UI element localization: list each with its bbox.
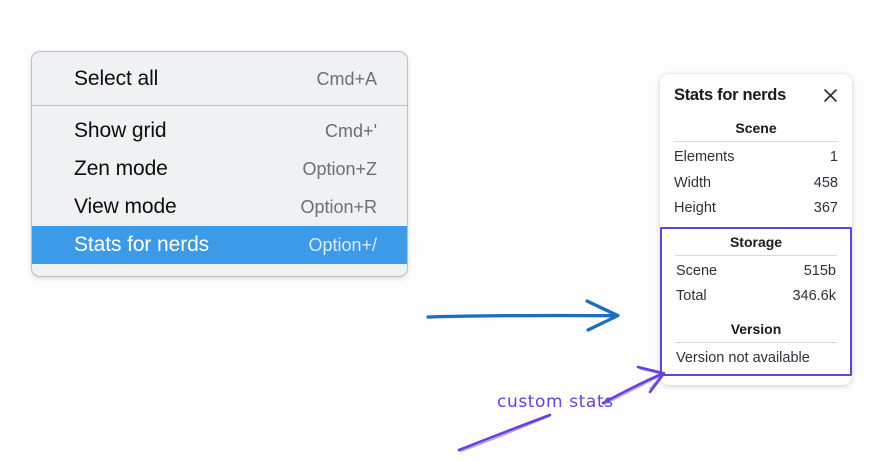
menu-item-select-all[interactable]: Select all Cmd+A bbox=[32, 60, 407, 98]
stats-panel-body: Scene Elements 1 Width 458 Height 367 St… bbox=[660, 118, 852, 376]
stat-row-version-text: Version not available bbox=[676, 349, 810, 366]
menu-item-label: Select all bbox=[74, 67, 159, 90]
section-heading-version: Version bbox=[730, 320, 782, 337]
menu-group-2: Show grid Cmd+' Zen mode Option+Z View m… bbox=[32, 106, 407, 276]
stat-value: 515b bbox=[803, 262, 836, 279]
stat-value: 367 bbox=[813, 200, 838, 217]
menu-item-shortcut: Option+/ bbox=[308, 234, 377, 255]
section-rule bbox=[675, 341, 837, 343]
close-icon[interactable] bbox=[821, 87, 839, 105]
menu-item-label: Stats for nerds bbox=[74, 233, 210, 256]
stat-key: Scene bbox=[676, 262, 718, 279]
stat-key: Height bbox=[674, 200, 716, 217]
menu-group-1: Select all Cmd+A bbox=[32, 52, 407, 105]
menu-item-zen-mode[interactable]: Zen mode Option+Z bbox=[32, 150, 407, 188]
menu-item-shortcut: Cmd+A bbox=[316, 68, 377, 89]
menu-item-shortcut: Option+Z bbox=[302, 158, 377, 179]
menu-item-label: Show grid bbox=[74, 119, 167, 142]
canvas-context-menu[interactable]: Select all Cmd+A Show grid Cmd+' Zen mod… bbox=[31, 51, 408, 277]
section-rule bbox=[673, 141, 839, 142]
stat-key: Width bbox=[674, 174, 712, 191]
stat-key: Elements bbox=[674, 149, 735, 165]
purple-underline-stroke bbox=[457, 413, 552, 453]
stat-row-storage-scene: Scene 515b bbox=[675, 259, 837, 285]
menu-item-label: Zen mode bbox=[74, 157, 168, 180]
stat-row-width: Width 458 bbox=[673, 171, 839, 197]
section-heading-scene: Scene bbox=[735, 120, 777, 136]
blue-arrow bbox=[426, 299, 620, 332]
stat-key: Total bbox=[676, 288, 707, 305]
stat-value: 1 bbox=[829, 149, 838, 165]
stat-row-height: Height 367 bbox=[673, 196, 839, 222]
menu-item-show-grid[interactable]: Show grid Cmd+' bbox=[32, 112, 407, 150]
stat-value: 346.6k bbox=[792, 288, 836, 305]
stat-row-storage-total: Total 346.6k bbox=[675, 284, 837, 310]
section-heading-storage: Storage bbox=[729, 233, 783, 250]
menu-divider bbox=[32, 105, 407, 106]
stats-panel-title: Stats for nerds bbox=[674, 86, 786, 104]
menu-item-shortcut: Cmd+' bbox=[325, 120, 377, 141]
annotation-label-custom-stats: custom stats bbox=[497, 392, 614, 412]
menu-item-view-mode[interactable]: View mode Option+R bbox=[32, 188, 407, 226]
section-rule bbox=[675, 254, 837, 256]
stat-row-elements: Elements 1 bbox=[673, 145, 839, 171]
menu-item-stats-for-nerds[interactable]: Stats for nerds Option+/ bbox=[32, 226, 407, 264]
stat-value: 458 bbox=[813, 174, 838, 191]
stats-for-nerds-panel: Stats for nerds Scene Elements 1 Width 4… bbox=[660, 74, 852, 385]
menu-item-label: View mode bbox=[74, 195, 177, 218]
menu-item-shortcut: Option+R bbox=[300, 196, 377, 217]
custom-stats-highlight-box: Storage Scene 515b Total 346.6k Version … bbox=[660, 226, 852, 376]
stats-panel-header: Stats for nerds bbox=[660, 86, 852, 105]
